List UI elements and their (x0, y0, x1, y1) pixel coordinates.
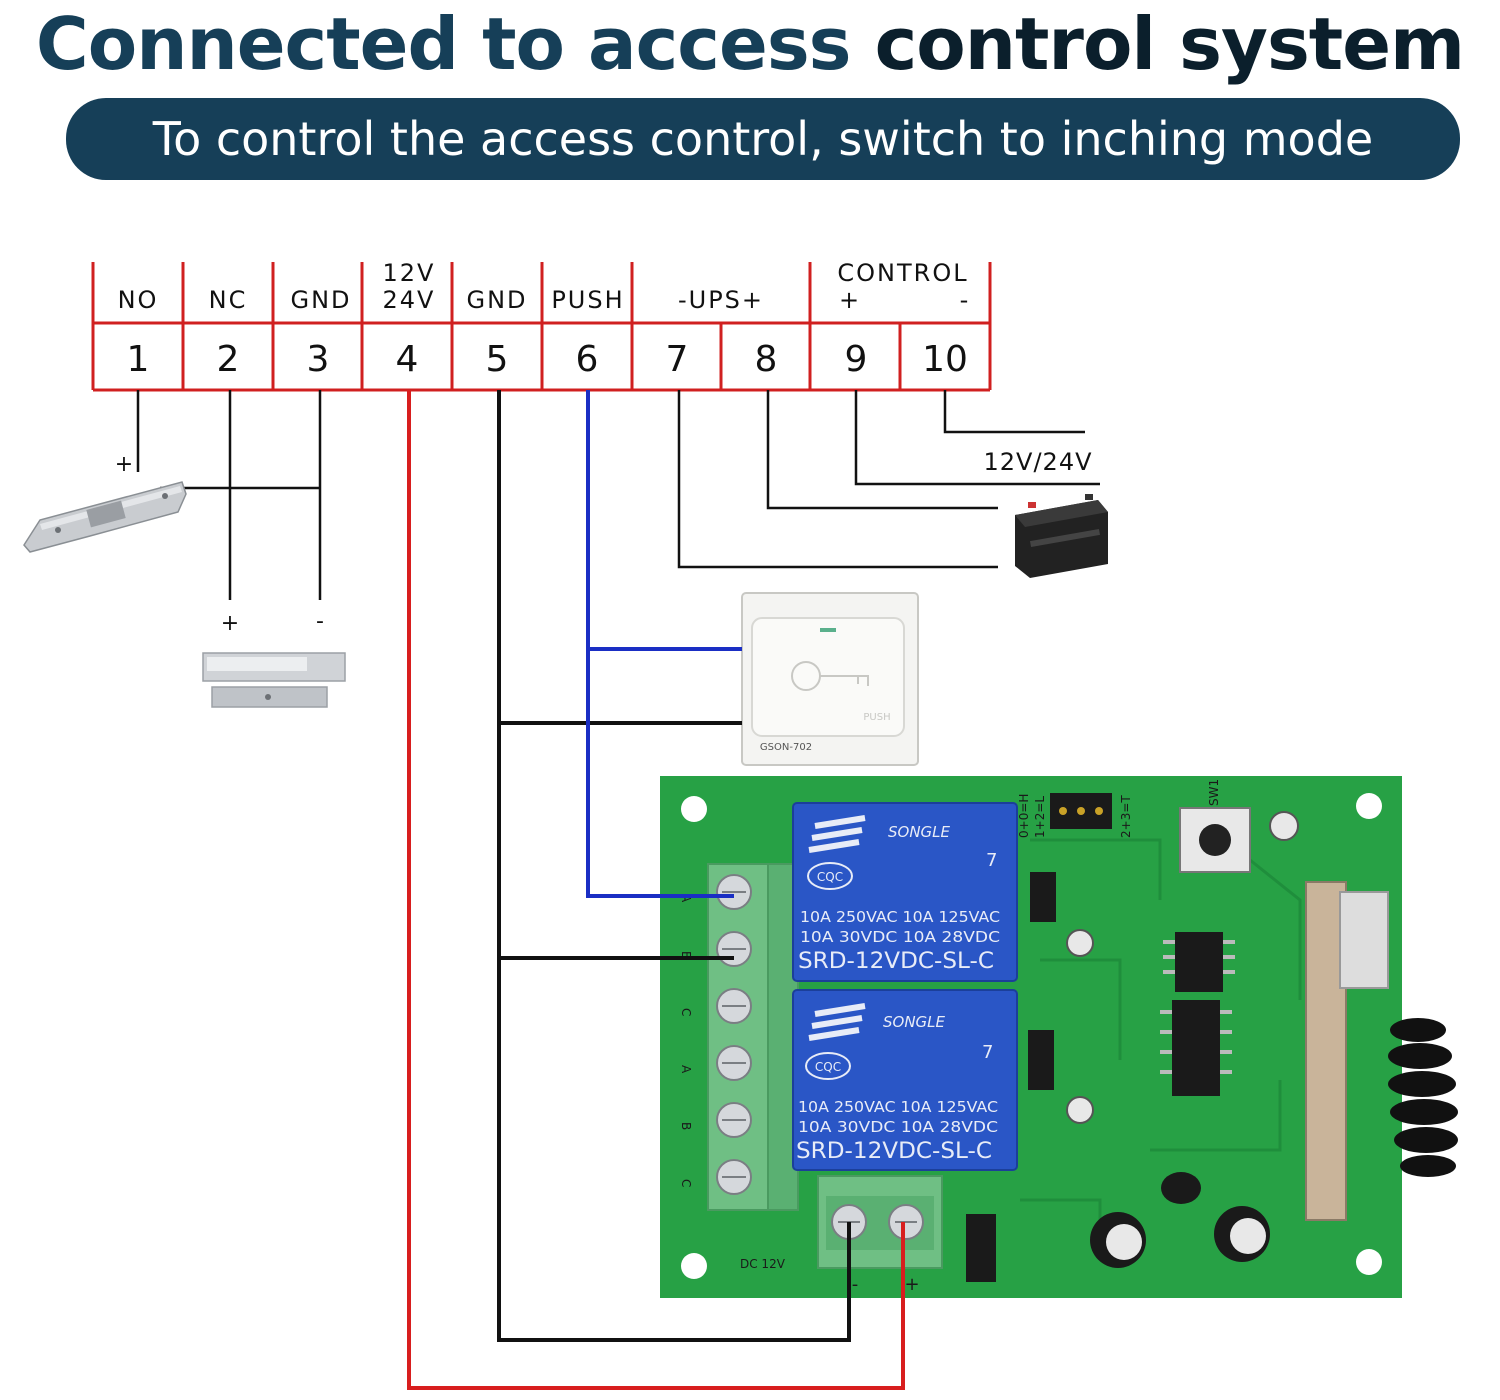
terminal-header (91, 262, 992, 392)
diode-d2 (1030, 872, 1056, 922)
peripheral-wires (136, 390, 1100, 600)
relay-2-rating-1: 10A 250VAC 10A 125VAC (798, 1098, 998, 1116)
terminal-label-c2: C (679, 1179, 693, 1187)
terminal-label-3: GND (290, 286, 351, 314)
wire-blue-push (586, 390, 734, 898)
learn-switch (1179, 807, 1251, 873)
mode-jumper (1050, 793, 1112, 829)
control-group-label: CONTROL (837, 259, 968, 287)
terminal-label-b2: B (679, 1122, 693, 1130)
control-minus-label: - (960, 286, 971, 314)
terminal-label-4-bottom: 24V (383, 286, 436, 314)
relay-1-pin: 7 (986, 850, 997, 871)
terminal-label-c1: C (679, 1008, 693, 1016)
terminal-number-9: 9 (845, 339, 868, 380)
jumper-label-3: 2+3=T (1119, 795, 1133, 838)
rf-module (1305, 881, 1389, 1221)
switch-label: SW1 (1207, 779, 1221, 806)
terminal-label-a1: A (679, 894, 693, 903)
button-model-text: GSON-702 (760, 742, 812, 753)
relay-2-rating-2: 10A 30VDC 10A 28VDC (798, 1118, 998, 1136)
terminal-label-1: NO (118, 286, 159, 314)
terminal-number-1: 1 (127, 339, 150, 380)
terminal-number-10: 10 (922, 339, 968, 380)
diode-d3 (966, 1214, 996, 1282)
ups-group-label: -UPS+ (678, 286, 764, 314)
power-wires (407, 390, 905, 1390)
dc-label: DC 12V (740, 1257, 786, 1271)
button-push-text: PUSH (863, 712, 890, 723)
capacitor-c1 (1090, 1212, 1146, 1268)
led-2 (1066, 929, 1094, 957)
electric-strike-lock (23, 481, 187, 553)
relay-1-model: SRD-12VDC-SL-C (798, 949, 994, 974)
antenna-coil (1388, 1018, 1458, 1177)
terminal-label-b1: B (679, 951, 693, 959)
jumper-label-1: 0+0=H (1017, 794, 1031, 838)
relay-board: A B C A B C SONGLE CQC 7 10A 250VAC 10A … (660, 776, 1458, 1298)
terminal-label-2: NC (209, 286, 248, 314)
supply-voltage-label: 12V/24V (984, 448, 1093, 476)
relay-2-model: SRD-12VDC-SL-C (796, 1139, 992, 1164)
dc-power-terminal (817, 1175, 943, 1269)
transistor-q3 (1161, 1172, 1201, 1204)
terminal-label-6: PUSH (551, 286, 624, 314)
relay-2-cert: CQC (815, 1060, 841, 1074)
relay-1-brand: SONGLE (888, 823, 951, 841)
led-3 (1269, 811, 1299, 841)
relay-2: SONGLE CQC 7 10A 250VAC 10A 125VAC 10A 3… (792, 989, 1018, 1171)
terminal-number-8: 8 (755, 339, 778, 380)
dc-minus-label: - (852, 1274, 859, 1295)
terminal-label-4-top: 12V (383, 259, 436, 287)
relay-2-pin: 7 (982, 1042, 993, 1063)
relay-2-brand: SONGLE (883, 1013, 946, 1031)
diode-d1 (1028, 1030, 1054, 1090)
wire-red-12v (407, 390, 905, 1390)
relay-1-rating-1: 10A 250VAC 10A 125VAC (800, 908, 1000, 926)
led-1 (1066, 1096, 1094, 1124)
terminal-number-2: 2 (217, 339, 240, 380)
ic-u2 (1175, 932, 1223, 992)
jumper-label-2: 1+2=L (1033, 796, 1047, 838)
ic-u1 (1172, 1000, 1220, 1096)
terminal-number-4: 4 (396, 339, 419, 380)
terminal-number-6: 6 (576, 339, 599, 380)
wire-black-gnd (497, 390, 851, 1342)
maglock-minus-label: - (316, 609, 324, 634)
title-part-1: Connected to access (35, 2, 852, 86)
relay-1-cert: CQC (817, 870, 843, 884)
terminal-number-3: 3 (307, 339, 330, 380)
relay-1-rating-2: 10A 30VDC 10A 28VDC (800, 928, 1000, 946)
control-plus-label: + (839, 286, 861, 314)
ups-battery (1015, 494, 1108, 578)
title-part-2: control system (874, 2, 1465, 86)
terminal-label-5: GND (466, 286, 527, 314)
maglock-plus-label: + (221, 611, 239, 636)
relay-1: SONGLE CQC 7 10A 250VAC 10A 125VAC 10A 3… (792, 802, 1018, 982)
capacitor-c2 (1214, 1206, 1270, 1262)
exit-push-button: PUSH GSON-702 (741, 592, 919, 766)
subtitle-banner: To control the access control, switch to… (66, 98, 1460, 180)
lock-plus-label: + (115, 452, 133, 477)
terminal-number-7: 7 (666, 339, 689, 380)
magnetic-lock (202, 652, 346, 708)
page-title: Connected to access control system (0, 2, 1500, 86)
terminal-label-a2: A (679, 1065, 693, 1074)
dc-plus-label: + (904, 1274, 919, 1295)
terminal-number-5: 5 (486, 339, 509, 380)
